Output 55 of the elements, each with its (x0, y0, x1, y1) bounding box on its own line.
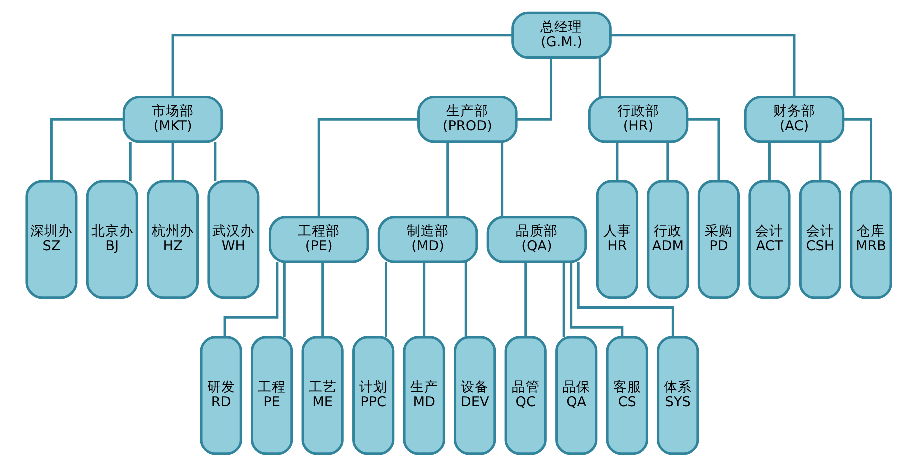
connector (214, 142, 217, 182)
node-box: 生产部 (PROD) (418, 96, 518, 144)
connector (464, 262, 468, 338)
node-box: 武汉办 WH (208, 180, 260, 300)
connector (666, 142, 670, 182)
connector (819, 142, 822, 182)
connector (283, 262, 286, 338)
node-box: 体系 SYS (657, 336, 700, 456)
node-box: 财务部 (AC) (744, 96, 845, 144)
connector (577, 262, 674, 338)
connector (616, 142, 619, 182)
connector (50, 118, 124, 182)
node-box: 行政部 (HR) (588, 96, 689, 144)
connector (768, 142, 771, 182)
node-box: 总经理 (G.M.) (512, 12, 612, 59)
connector (562, 262, 566, 338)
node-box: 市场部 (MKT) (122, 96, 224, 144)
node-box: 行政 ADM (647, 180, 690, 300)
connector (844, 118, 872, 182)
node-box: 会计 ACT (748, 180, 791, 300)
connector (172, 34, 513, 98)
node-box: 计划 PPC (352, 336, 395, 456)
node-box: 品保 QA (556, 336, 598, 456)
connector (524, 262, 528, 338)
connector (688, 118, 720, 182)
node-box: 深圳办 SZ (26, 180, 78, 300)
node-box: 设备 DEV (454, 336, 496, 456)
node-box: 客服 CS (606, 336, 648, 456)
connector (446, 142, 450, 218)
node-box: 品质部 (QA) (486, 216, 588, 264)
node-box: 工程 PE (251, 336, 294, 456)
node-box: 杭州办 HZ (147, 180, 200, 300)
node-box: 仓库 MRB (850, 180, 892, 300)
connector (322, 262, 324, 338)
node-box: 工程部 (PE) (268, 216, 370, 264)
connector (501, 142, 504, 218)
node-box: 研发 RD (200, 336, 242, 456)
connector (423, 262, 426, 338)
node-box: 制造部 (MD) (378, 216, 478, 264)
connector (385, 262, 388, 338)
node-box: 工艺 ME (302, 336, 344, 456)
connector (224, 262, 279, 338)
connector (516, 58, 552, 121)
node-box: 采购 PD (698, 180, 740, 300)
connector (611, 34, 796, 98)
connector (318, 118, 419, 218)
node-box: 北京办 BJ (86, 180, 138, 300)
connector (129, 142, 132, 182)
node-box: 人事 HR (596, 180, 638, 300)
node-box: 品管 QC (504, 336, 547, 456)
connector (570, 262, 624, 338)
connector (172, 142, 174, 182)
connector (598, 58, 602, 97)
node-box: 会计 CSH (799, 180, 842, 300)
node-box: 生产 MD (403, 336, 446, 456)
